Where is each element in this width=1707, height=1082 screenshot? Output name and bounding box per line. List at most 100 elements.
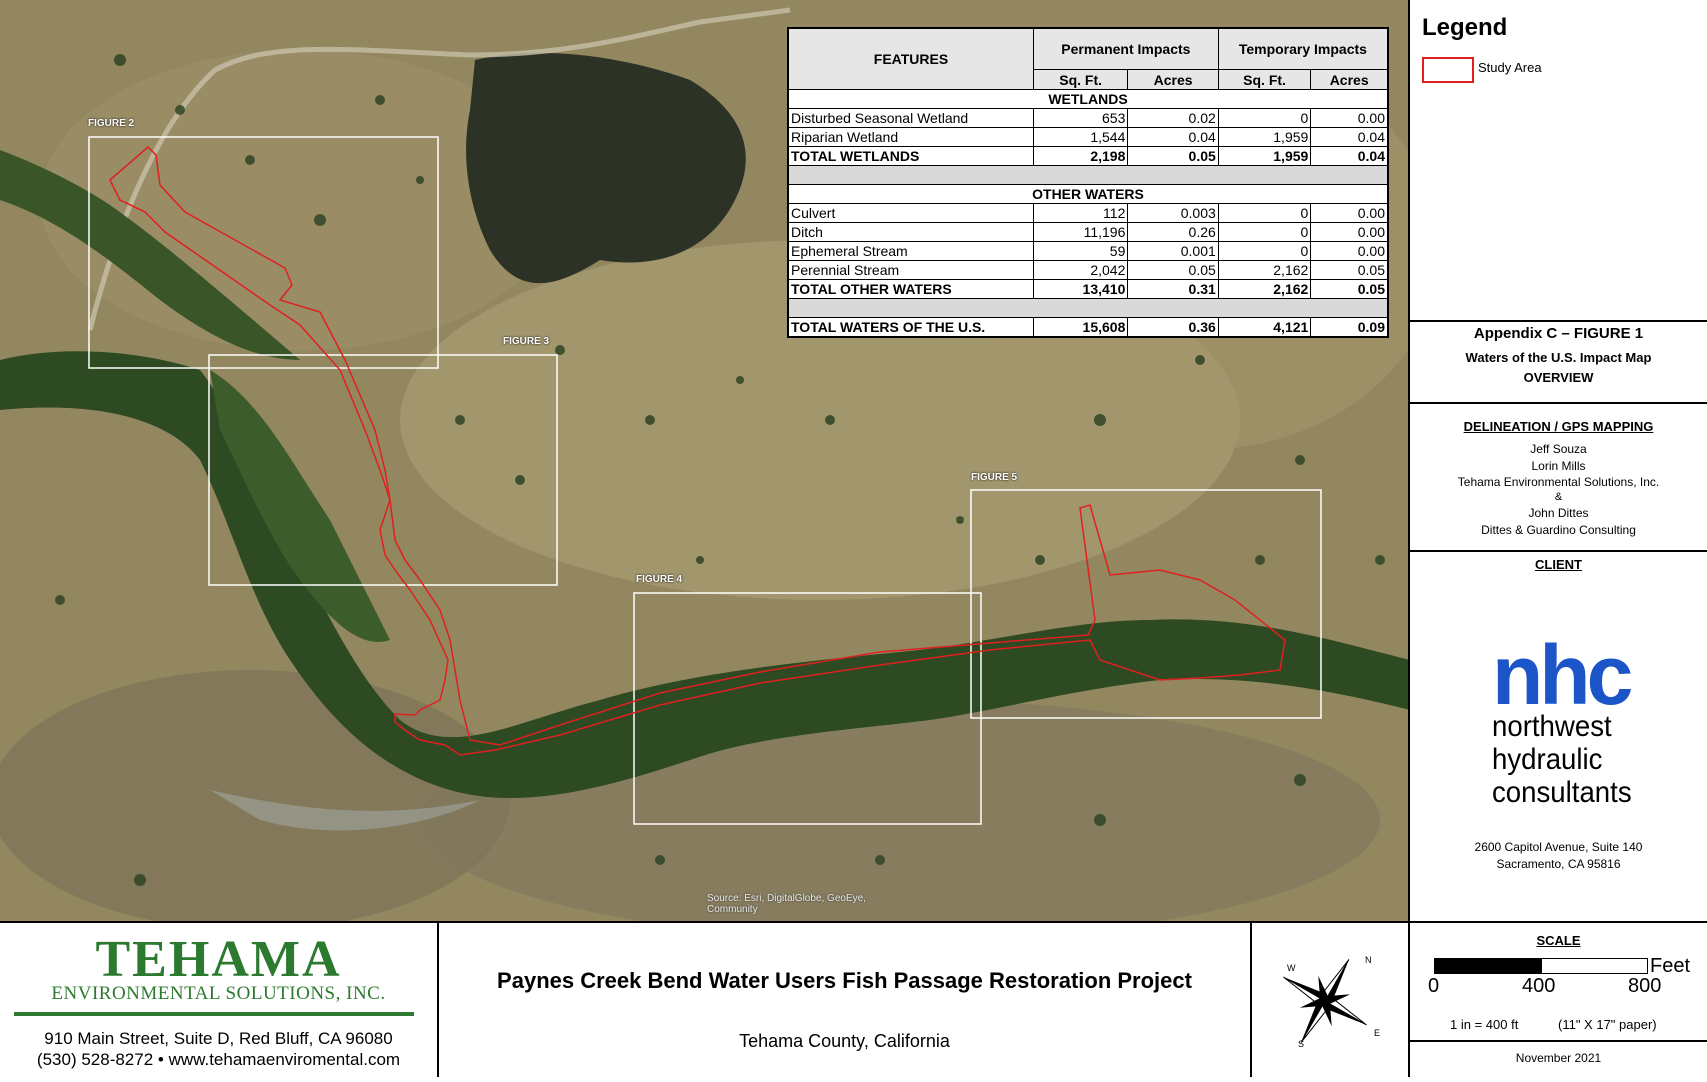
delineation-heading: DELINEATION / GPS MAPPING: [1463, 419, 1654, 434]
temp-sqft-cell: 0: [1217, 203, 1312, 223]
scale-tick: 0: [1428, 975, 1440, 997]
temp-sqft-cell: 0: [1217, 108, 1312, 128]
feature-cell: TOTAL WATERS OF THE U.S.: [788, 317, 1034, 337]
spacer-row: [788, 298, 1388, 318]
sqft-header: Sq. Ft.: [1217, 69, 1312, 90]
temporary-header: Temporary Impacts: [1217, 27, 1389, 71]
feature-cell: Perennial Stream: [788, 260, 1034, 280]
scale-heading: SCALE: [1536, 933, 1581, 948]
company-block: TEHAMA ENVIRONMENTAL SOLUTIONS, INC. 910…: [0, 923, 439, 1077]
imagery-source: Source: Esri, DigitalGlobe, GeoEye, Comm…: [707, 893, 866, 915]
perm-sqft-cell: 11,196: [1032, 222, 1129, 242]
sqft-header: Sq. Ft.: [1032, 69, 1129, 90]
project-block: Paynes Creek Bend Water Users Fish Passa…: [439, 923, 1252, 1077]
figure-title: Appendix C – FIGURE 1: [1473, 325, 1644, 342]
nhc-logo-mark: nhc: [1492, 628, 1633, 722]
scale-block: SCALE Feet 0 400 800 1 in = 400 ft (11" …: [1410, 923, 1707, 1077]
temp-sqft-cell: 4,121: [1217, 317, 1312, 337]
feature-cell: Disturbed Seasonal Wetland: [788, 108, 1034, 128]
client-address-line: 2600 Capitol Avenue, Suite 140: [1474, 840, 1643, 854]
perm-sqft-cell: 112: [1032, 203, 1129, 223]
perm-acres-cell: 0.02: [1127, 108, 1219, 128]
scale-bar-white: [1541, 958, 1648, 974]
figure-view: OVERVIEW: [1523, 370, 1594, 385]
perm-acres-cell: 0.31: [1127, 279, 1219, 299]
figure-label: FIGURE 5: [971, 472, 1018, 483]
feature-cell: Ditch: [788, 222, 1034, 242]
project-title: Paynes Creek Bend Water Users Fish Passa…: [497, 968, 1192, 993]
feature-cell: Riparian Wetland: [788, 127, 1034, 147]
figure-4-frame: [633, 592, 982, 825]
feature-cell: TOTAL WETLANDS: [788, 146, 1034, 166]
delineation-line: Tehama Environmental Solutions, Inc.: [1457, 475, 1660, 489]
wetlands-title: WETLANDS: [788, 89, 1388, 109]
scale-unit: Feet: [1650, 955, 1691, 977]
compass-block: N E S W: [1252, 923, 1410, 1077]
figure-2-frame: [88, 136, 439, 369]
client-heading: CLIENT: [1535, 557, 1582, 572]
delineation-line: Dittes & Guardino Consulting: [1481, 523, 1636, 537]
perm-sqft-cell: 59: [1032, 241, 1129, 261]
delineation-line: Jeff Souza: [1530, 442, 1587, 456]
temp-acres-cell: 0.04: [1310, 146, 1388, 166]
compass-letter: E: [1374, 1028, 1380, 1038]
legend-item-label: Study Area: [1478, 60, 1542, 75]
table-row: Ditch 11,196 0.26 0 0.00: [788, 222, 1388, 242]
perm-sqft-cell: 13,410: [1032, 279, 1129, 299]
scale-paper: (11" X 17" paper): [1558, 1017, 1657, 1032]
total-row: TOTAL WETLANDS 2,198 0.05 1,959 0.04: [788, 146, 1388, 166]
total-row: TOTAL OTHER WATERS 13,410 0.31 2,162 0.0…: [788, 279, 1388, 299]
feature-cell: Ephemeral Stream: [788, 241, 1034, 261]
compass-letter: S: [1298, 1039, 1304, 1049]
temp-acres-cell: 0.05: [1310, 279, 1388, 299]
perm-acres-cell: 0.05: [1127, 146, 1219, 166]
scale-tick: 800: [1628, 975, 1662, 997]
perm-sqft-cell: 2,198: [1032, 146, 1129, 166]
north-arrow-icon: N E S W: [1283, 955, 1380, 1049]
figure-3-frame: [208, 354, 558, 586]
delineation-line: &: [1554, 491, 1563, 503]
spacer-row: [788, 165, 1388, 185]
acres-header: Acres: [1127, 69, 1219, 90]
figure-label: FIGURE 4: [636, 574, 683, 585]
temp-sqft-cell: 1,959: [1217, 127, 1312, 147]
company-contact: (530) 528-8272 • www.tehamaenviromental.…: [36, 1050, 401, 1069]
perm-acres-cell: 0.36: [1127, 317, 1219, 337]
nhc-logo: nhc northwest hydraulic consultants: [1492, 628, 1644, 809]
acres-header: Acres: [1310, 69, 1388, 90]
scale-divider: [1410, 1040, 1707, 1042]
delineation-line: Lorin Mills: [1531, 459, 1586, 473]
company-name: TEHAMA: [95, 931, 342, 988]
features-header: FEATURES: [788, 28, 1034, 90]
temp-acres-cell: 0.00: [1310, 241, 1388, 261]
temp-sqft-cell: 0: [1217, 222, 1312, 242]
company-rule: [14, 1012, 414, 1016]
map-date: November 2021: [1515, 1051, 1602, 1065]
compass-letter: N: [1365, 955, 1372, 965]
nhc-logo-line: hydraulic: [1492, 743, 1603, 776]
temp-acres-cell: 0.00: [1310, 108, 1388, 128]
study-area-swatch: [1422, 57, 1474, 83]
temp-acres-cell: 0.00: [1310, 222, 1388, 242]
figure-subtitle: Waters of the U.S. Impact Map: [1465, 350, 1652, 365]
perm-acres-cell: 0.001: [1127, 241, 1219, 261]
temp-acres-cell: 0.00: [1310, 203, 1388, 223]
company-address: 910 Main Street, Suite D, Red Bluff, CA …: [44, 1029, 393, 1048]
nhc-logo-line: consultants: [1492, 776, 1632, 809]
temp-sqft-cell: 1,959: [1217, 146, 1312, 166]
temp-sqft-cell: 0: [1217, 241, 1312, 261]
scale-tick: 400: [1522, 975, 1556, 997]
table-row: Perennial Stream 2,042 0.05 2,162 0.05: [788, 260, 1388, 280]
compass-letter: W: [1287, 963, 1296, 973]
figure-5-frame: [970, 489, 1322, 719]
legend-title: Legend: [1422, 14, 1508, 41]
perm-sqft-cell: 653: [1032, 108, 1129, 128]
temp-acres-cell: 0.04: [1310, 127, 1388, 147]
temp-sqft-cell: 2,162: [1217, 260, 1312, 280]
temp-acres-cell: 0.09: [1310, 317, 1388, 337]
aerial-map[interactable]: FIGURE 2 FIGURE 3 FIGURE 4 FIGURE 5 Sour…: [0, 0, 1410, 923]
study-area-outline: [109, 145, 1286, 756]
perm-acres-cell: 0.05: [1127, 260, 1219, 280]
table-row: Ephemeral Stream 59 0.001 0 0.00: [788, 241, 1388, 261]
perm-sqft-cell: 1,544: [1032, 127, 1129, 147]
